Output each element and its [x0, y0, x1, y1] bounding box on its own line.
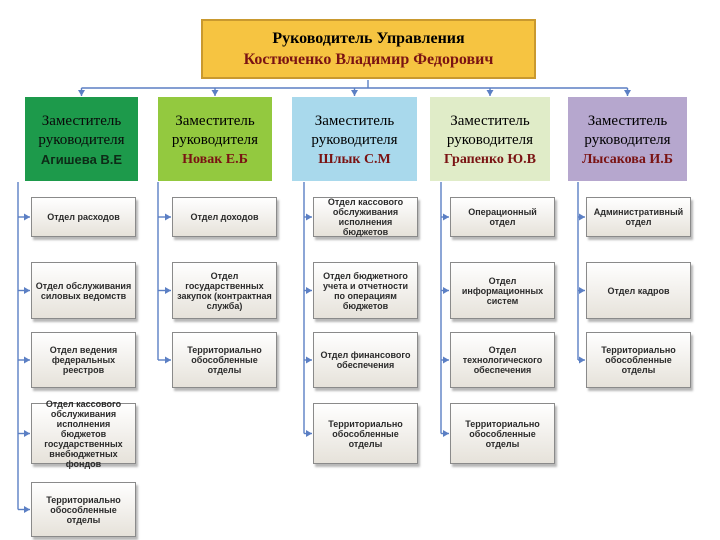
deputy-title: Заместитель руководителя — [446, 112, 534, 148]
unit-box: Отдел кассового обслуживания исполнения … — [31, 399, 136, 469]
unit-box: Отдел кассового обслуживания исполнения … — [313, 197, 418, 237]
unit-box: Территориально обособленные отделы — [172, 332, 277, 388]
arrow-head — [211, 90, 219, 96]
arrow-head — [24, 506, 30, 513]
head-box: Руководитель Управления Костюченко Влади… — [201, 19, 536, 79]
deputy-title: Заместитель руководителя — [311, 112, 398, 148]
arrow-head — [624, 90, 631, 96]
arrow-head — [306, 287, 312, 294]
unit-box: Территориально обособленные отделы — [586, 332, 691, 388]
deputy-name: Новак Е.Б — [182, 151, 248, 167]
unit-box: Отдел ведения федеральных реестров — [31, 332, 136, 388]
unit-box: Операционный отдел — [450, 197, 555, 237]
arrow-head — [579, 213, 585, 221]
deputy-title: Заместитель руководителя — [38, 112, 125, 148]
unit-box: Отдел бюджетного учета и отчетности по о… — [313, 262, 418, 319]
unit-box: Отдел кадров — [586, 262, 691, 319]
deputy-title: Заместитель руководителя — [171, 112, 259, 148]
arrow-head — [24, 356, 30, 364]
arrow-head — [165, 213, 171, 221]
deputy-name: Грапенко Ю.В — [444, 151, 536, 167]
arrow-head — [351, 90, 358, 96]
arrow-head — [579, 287, 585, 294]
unit-box: Отдел информационных систем — [450, 262, 555, 319]
arrow-head — [443, 287, 449, 294]
deputy-name: Лысакова И.Б — [582, 151, 673, 167]
arrow-head — [443, 356, 449, 364]
unit-box: Отдел технологического обеспечения — [450, 332, 555, 388]
unit-box: Территориально обособленные отделы — [313, 403, 418, 464]
deputy-title: Заместитель руководителя — [584, 112, 671, 148]
unit-box: Отдел государственных закупок (контрактн… — [172, 262, 277, 319]
deputy-name: Шлык С.М — [318, 151, 391, 167]
head-name: Костюченко Владимир Федорович — [243, 51, 494, 68]
unit-box: Административный отдел — [586, 197, 691, 237]
head-title: Руководитель Управления — [272, 30, 465, 47]
arrow-head — [306, 430, 312, 437]
unit-box: Отдел обслуживания силовых ведомств — [31, 262, 136, 319]
arrow-head — [306, 213, 312, 221]
arrow-head — [443, 430, 449, 437]
arrow-head — [306, 356, 312, 364]
arrow-head — [24, 287, 30, 294]
arrow-head — [486, 90, 494, 96]
unit-box: Отдел доходов — [172, 197, 277, 237]
arrow-head — [579, 356, 585, 364]
unit-box: Отдел финансового обеспечения — [313, 332, 418, 388]
arrow-head — [78, 90, 85, 96]
unit-box: Отдел расходов — [31, 197, 136, 237]
arrow-head — [165, 287, 171, 294]
deputy-name: Агишева В.Е — [40, 151, 123, 167]
unit-box: Территориально обособленные отделы — [450, 403, 555, 464]
arrow-head — [165, 356, 171, 364]
arrow-head — [443, 213, 449, 221]
arrow-head — [24, 430, 30, 437]
unit-box: Территориально обособленные отделы — [31, 482, 136, 537]
arrow-head — [24, 213, 30, 221]
